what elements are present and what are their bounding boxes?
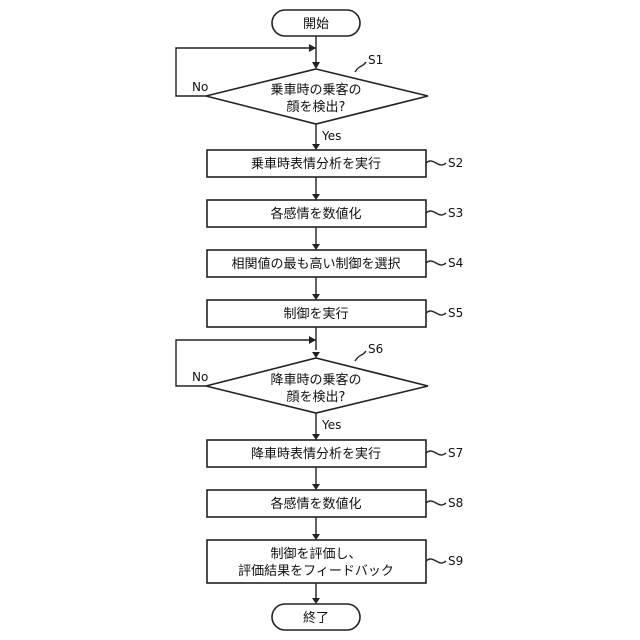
arrowhead xyxy=(312,62,320,69)
arrowhead xyxy=(312,244,320,250)
arrowhead xyxy=(309,44,316,52)
step-id-s2: S2 xyxy=(448,156,463,170)
leader-s3 xyxy=(426,211,446,215)
step-id-s3: S3 xyxy=(448,206,463,220)
process-s9-line2: 評価結果をフィードバック xyxy=(238,564,394,579)
no-label-s6: No xyxy=(192,370,208,384)
arrowhead xyxy=(309,336,316,344)
process-s4-label: 相関値の最も高い制御を選択 xyxy=(231,256,400,272)
arrowhead xyxy=(312,598,320,604)
step-id-s6: S6 xyxy=(368,342,383,356)
arrowhead xyxy=(312,352,320,358)
arrowhead xyxy=(312,484,320,490)
step-id-s4: S4 xyxy=(448,256,463,270)
start-label: 開始 xyxy=(303,17,329,32)
leader-s5 xyxy=(426,311,446,315)
process-s8-label: 各感情を数値化 xyxy=(270,496,361,512)
decision-s6-line1: 降車時の乗客の xyxy=(270,372,361,388)
step-id-s7: S7 xyxy=(448,446,463,460)
no-label-s1: No xyxy=(192,80,208,94)
step-id-s1: S1 xyxy=(368,53,383,67)
step-id-s5: S5 xyxy=(448,306,463,320)
leader-s8 xyxy=(426,501,446,505)
decision-s1-line1: 乗車時の乗客の xyxy=(270,82,361,98)
step-id-s8: S8 xyxy=(448,496,463,510)
process-s3-label: 各感情を数値化 xyxy=(270,206,361,222)
leader-s9 xyxy=(426,559,446,563)
yes-label-s1: Yes xyxy=(321,129,341,143)
leader-s4 xyxy=(426,261,446,265)
end-label: 終了 xyxy=(303,610,329,626)
yes-label-s6: Yes xyxy=(321,418,341,432)
decision-s1-line2: 顔を検出? xyxy=(287,100,346,115)
leader-s2 xyxy=(426,161,446,165)
arrowhead xyxy=(312,534,320,540)
leader-s1 xyxy=(355,62,366,72)
step-id-s9: S9 xyxy=(448,554,463,568)
process-s9-line1: 制御を評価し、 xyxy=(270,547,361,562)
decision-s6-line2: 顔を検出? xyxy=(287,390,346,405)
process-s7-label: 降車時表情分析を実行 xyxy=(251,446,381,462)
process-s2-label: 乗車時表情分析を実行 xyxy=(251,156,381,172)
process-s5-label: 制御を実行 xyxy=(283,306,348,322)
arrowhead xyxy=(312,294,320,300)
leader-s7 xyxy=(426,451,446,455)
arrowhead xyxy=(312,144,320,150)
arrowhead xyxy=(312,434,320,440)
leader-s6 xyxy=(355,351,366,361)
arrowhead xyxy=(312,194,320,200)
